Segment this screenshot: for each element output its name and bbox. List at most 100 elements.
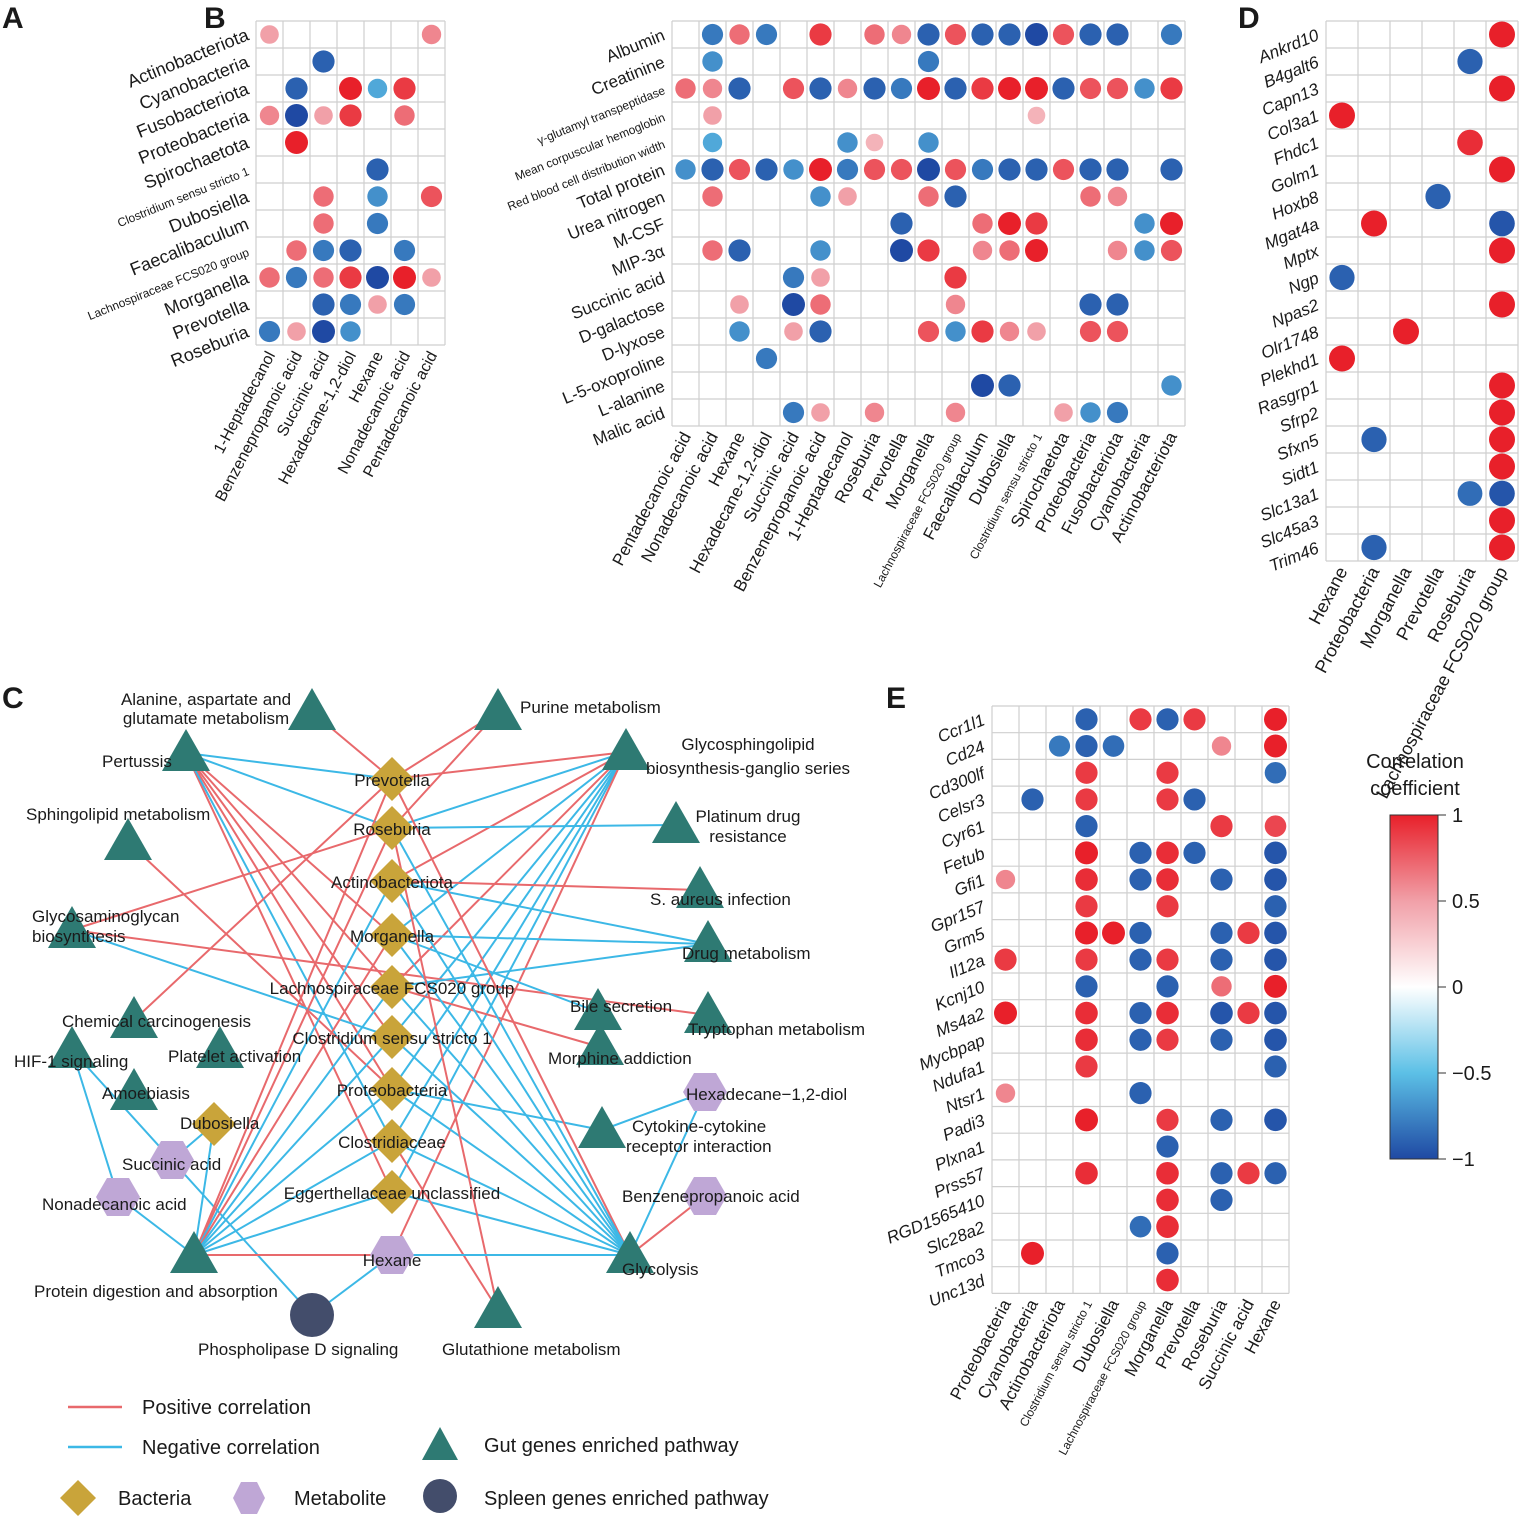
- heatmap-d-cell-dot: [1457, 129, 1483, 156]
- heatmap-d-cell-dot: [1489, 237, 1515, 264]
- heatmap-d-cell-dot: [1489, 75, 1515, 102]
- heatmap-e-cell-dot: [1210, 948, 1233, 971]
- gut-pathway-legend-icon: [422, 1427, 458, 1460]
- heatmap-b-cell-dot: [755, 158, 778, 181]
- heatmap-b-cell-dot: [837, 78, 858, 99]
- heatmap-e-cell-dot: [1264, 1028, 1287, 1052]
- positive-edge: [185, 752, 393, 936]
- negative-edge: [391, 751, 627, 1090]
- heatmap-a-cell-dot: [393, 266, 416, 289]
- network-nodes: [48, 688, 732, 1337]
- heatmap-e-cell-dot: [1210, 1188, 1233, 1212]
- heatmap-b-cell-dot: [701, 23, 724, 46]
- heatmap-e-cell-dot: [994, 948, 1017, 971]
- heatmap-b-cell-dot: [782, 77, 805, 100]
- heatmap-b-cell-dot: [890, 212, 913, 235]
- heatmap-a-cell-dot: [420, 185, 443, 208]
- heatmap-b-cell-dot: [1052, 77, 1075, 100]
- heatmap-b-cell-dot: [1107, 240, 1128, 261]
- heatmap-a-cell-dot: [339, 293, 362, 316]
- heatmap-e-cell-dot: [1129, 868, 1152, 891]
- bacteria-node-morganella: [370, 913, 414, 957]
- positive-edge: [391, 751, 627, 882]
- node-label-glycosphingolipid-biosynthesis-ganglio-series: biosynthesis-ganglio series: [646, 759, 850, 778]
- node-label-alanine-aspartate-and-glutamate-metabolism: Alanine, aspartate and: [121, 690, 291, 709]
- heatmap-e-cell-dot: [1156, 1242, 1179, 1265]
- heatmap-b-cell-dot: [811, 403, 830, 422]
- heatmap-b-cell-dot: [675, 78, 696, 99]
- panel-label-d: D: [1238, 2, 1260, 35]
- heatmap-e-cell-dot: [1264, 868, 1287, 891]
- heatmap-e-cell-dot: [1264, 841, 1287, 865]
- positive-edge: [391, 1140, 499, 1311]
- node-label-glycosaminoglycan-biosynthesis: Glycosaminoglycan: [32, 907, 179, 926]
- heatmap-e-row-label: Gfi1: [951, 871, 987, 900]
- heatmap-e-cell-dot: [1048, 735, 1071, 757]
- heatmap-b-cell-dot: [836, 158, 859, 181]
- heatmap-a-cell-dot: [339, 77, 362, 100]
- metabolite-node-succinic-acid: [150, 1141, 194, 1179]
- heatmap-b-cell-dot: [917, 23, 940, 46]
- heatmap-e-cell-dot: [995, 1083, 1016, 1103]
- heatmap-d-cell-dot: [1361, 210, 1387, 237]
- heatmap-e-cell-dot: [1237, 1162, 1260, 1185]
- heatmap-b-cell-dot: [809, 77, 832, 100]
- heatmap-b-cell-dot: [1025, 212, 1048, 235]
- negative-edge: [391, 751, 627, 936]
- heatmap-a-cell-dot: [312, 239, 335, 262]
- heatmap-a-cell-dot: [394, 105, 415, 126]
- heatmap-d-cell-dot: [1489, 507, 1515, 534]
- node-label-hexadecane-1-2-diol: Hexadecane−1,2-diol: [686, 1085, 847, 1104]
- heatmap-b-cell-dot: [1027, 322, 1046, 341]
- heatmap-b-cell-dot: [1106, 23, 1129, 46]
- negative-edge: [391, 751, 627, 1142]
- heatmap-e-cell-dot: [1129, 948, 1152, 971]
- metabolite-node-hexadecane-1-2-diol: [683, 1073, 727, 1111]
- node-label-platinum-drug-resistance: Platinum drug: [696, 807, 801, 826]
- node-label-roseburia: Roseburia: [353, 820, 431, 839]
- heatmap-a-cell-dot: [393, 77, 416, 100]
- positive-edge: [391, 751, 627, 1256]
- pathway-node-tryptophan-metabolism: [684, 991, 732, 1033]
- node-label-platelet-activation: Platelet activation: [168, 1047, 301, 1066]
- heatmap-b-cell-dot: [810, 186, 831, 207]
- heatmap-b-cell-dot: [945, 321, 966, 342]
- pathway-node-glycosaminoglycan-biosynthesis: [48, 906, 96, 948]
- bacteria-node-lachnospiraceae-fcs020-group: [370, 965, 414, 1009]
- pathway-node-alanine-aspartate-and-glutamate-metabolism: [288, 688, 336, 730]
- bacteria-node-actinobacteriota: [370, 859, 414, 903]
- pathway-node-chemical-carcinogenesis: [110, 996, 158, 1038]
- negative-edge: [391, 880, 631, 1256]
- heatmap-b-cell-dot: [838, 187, 857, 206]
- negative-edge: [391, 943, 709, 988]
- node-label-tryptophan-metabolism: Tryptophan metabolism: [688, 1020, 865, 1039]
- negative-edge: [193, 1036, 393, 1256]
- heatmap-b-cell-dot: [811, 268, 830, 287]
- heatmap-e-cell-dot: [1156, 975, 1179, 998]
- metabolite-legend-label: Metabolite: [294, 1488, 386, 1510]
- bacteria-node-proteobacteria: [370, 1067, 414, 1111]
- heatmap-e-cell-dot: [1075, 921, 1098, 945]
- node-label-hexane: Hexane: [363, 1251, 422, 1270]
- heatmap-b-cell-dot: [971, 23, 994, 46]
- negative-edge: [71, 1049, 313, 1316]
- heatmap-b-cell-dot: [1052, 158, 1075, 181]
- heatmap-e-cell-dot: [1075, 841, 1098, 865]
- heatmap-e-cell-dot: [1264, 974, 1287, 998]
- node-label-s-aureus-infection: S. aureus infection: [650, 890, 791, 909]
- heatmap-e-cell-dot: [1264, 1001, 1287, 1025]
- heatmap-e-cell-dot: [1075, 868, 1098, 891]
- heatmap-b-cell-dot: [944, 158, 967, 181]
- heatmap-e-cell-dot: [1210, 868, 1233, 891]
- negative-edge: [71, 1049, 119, 1198]
- heatmap-a-cell-dot: [312, 320, 335, 343]
- heatmap-a-cell-dot: [367, 186, 388, 207]
- node-label-dubosiella: Dubosiella: [180, 1114, 260, 1133]
- metabolite-node-nonadecanoic-acid: [96, 1178, 140, 1216]
- heatmap-a-cell-dot: [314, 106, 333, 125]
- heatmap-b-cell-dot: [1106, 293, 1129, 316]
- heatmap-b-cell-dot: [917, 50, 940, 73]
- heatmap-d-cell-dot: [1329, 102, 1355, 129]
- pathway-node-glycosphingolipid-biosynthesis-ganglio-series: [602, 728, 650, 770]
